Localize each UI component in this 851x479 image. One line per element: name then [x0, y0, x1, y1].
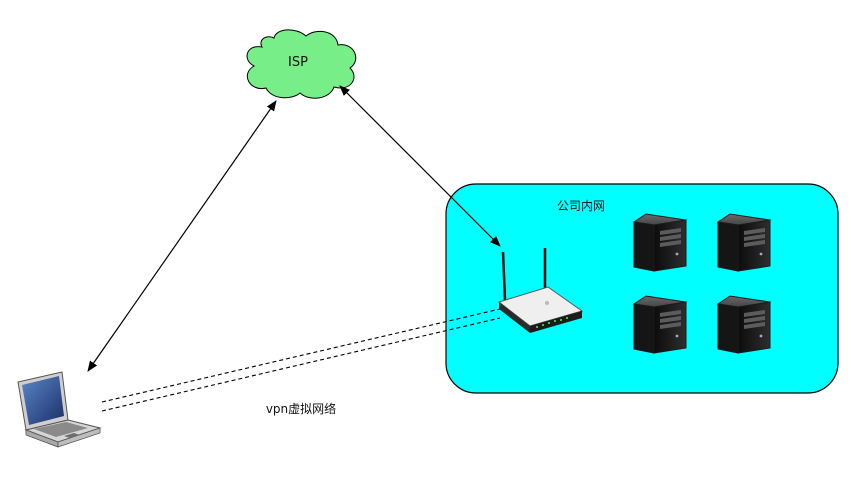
server-icon — [633, 213, 687, 272]
vpn-tunnel-line — [101, 308, 501, 403]
intranet-label: 公司内网 — [557, 199, 605, 213]
link-isp-router — [339, 85, 501, 247]
vpn-tunnel-line — [101, 317, 501, 412]
server-icon — [717, 295, 771, 354]
server-icon — [633, 295, 687, 354]
vpn-label: vpn虚拟网络 — [266, 401, 336, 416]
cloud-icon — [246, 29, 357, 99]
link-isp-laptop — [87, 100, 277, 372]
laptop-icon — [17, 371, 102, 448]
server-icon — [717, 213, 771, 272]
wireless-router-icon — [497, 248, 584, 333]
cloud-label: ISP — [288, 55, 308, 70]
